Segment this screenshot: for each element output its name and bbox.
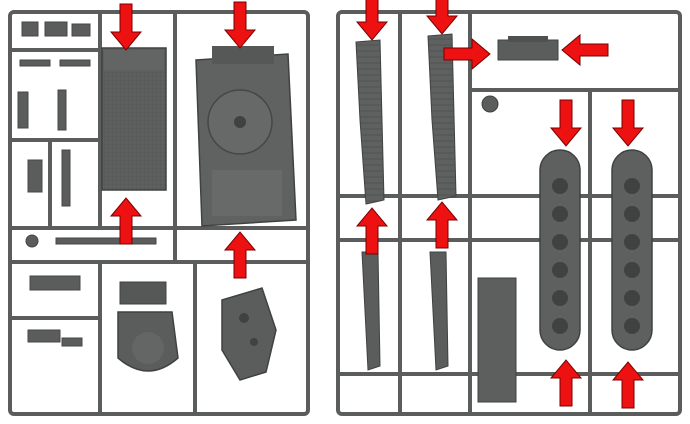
left-sprue xyxy=(8,10,310,416)
hatch-part xyxy=(71,23,91,37)
red-arrow-down xyxy=(355,0,389,41)
red-arrow-down xyxy=(425,0,459,35)
arrow-layer xyxy=(109,0,645,409)
red-arrow-down xyxy=(549,99,583,147)
left-small-parts xyxy=(17,21,157,347)
bracket xyxy=(497,36,559,61)
red-arrow-right xyxy=(443,37,491,71)
red-arrow-up xyxy=(611,361,645,409)
red-arrow-left xyxy=(561,33,609,67)
gun-barrel-part xyxy=(55,237,157,245)
road-wheel-track-left xyxy=(539,149,581,351)
turret xyxy=(195,46,297,227)
antenna-mount-part xyxy=(29,275,81,291)
track-guard-lower-right xyxy=(429,251,449,371)
turret-front xyxy=(221,287,277,381)
track-guards xyxy=(355,33,457,371)
track-guard-right xyxy=(427,33,457,201)
right-sprue-frame xyxy=(336,10,682,416)
mantlet xyxy=(117,281,179,372)
machine-gun-part xyxy=(27,159,43,193)
red-arrow-down xyxy=(223,1,257,49)
red-arrow-up xyxy=(549,359,583,407)
small-part xyxy=(61,337,83,347)
road-wheel-track-right xyxy=(611,149,653,351)
machine-gun-part xyxy=(17,91,29,129)
bracket-part xyxy=(19,59,51,67)
red-arrow-down xyxy=(611,99,645,147)
machine-gun-part xyxy=(61,149,71,207)
small-part xyxy=(27,329,61,343)
hull-deck xyxy=(101,47,167,191)
red-arrow-down xyxy=(109,3,143,51)
red-arrow-up xyxy=(109,197,143,245)
commander-hatch xyxy=(481,95,499,113)
left-sprue-frame xyxy=(8,10,310,416)
bracket-part xyxy=(59,59,91,67)
red-arrow-up xyxy=(425,201,459,249)
hatch-part xyxy=(44,21,68,37)
hatch-part xyxy=(21,21,39,37)
sprue-tag xyxy=(477,277,517,403)
red-arrow-up xyxy=(223,231,257,279)
cupola-part xyxy=(25,234,39,248)
track-guard-lower-left xyxy=(361,251,381,371)
red-arrow-up xyxy=(355,207,389,255)
track-guard-left xyxy=(355,39,385,205)
machine-gun-part xyxy=(57,89,67,131)
